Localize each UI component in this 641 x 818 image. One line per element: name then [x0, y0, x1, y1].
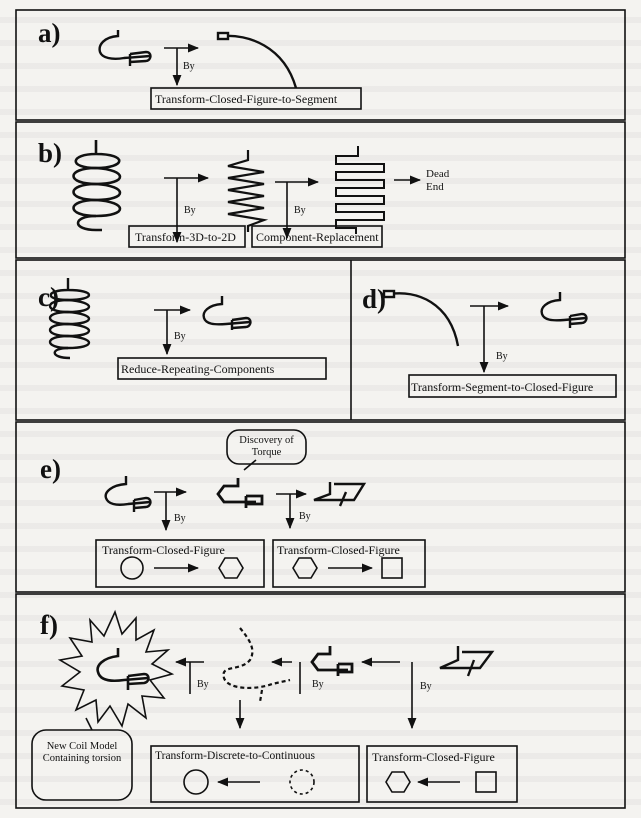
hexagon-icon: [292, 557, 318, 579]
by-label: By: [420, 681, 432, 692]
box-c-label: Reduce-Repeating-Components: [121, 362, 275, 376]
hexagon-icon: [218, 557, 244, 579]
box-e2: [272, 539, 426, 588]
box-d-label: Transform-Segment-to-Closed-Figure: [411, 380, 594, 394]
callout-new-model-text: New Coil Model Containing torsion: [42, 741, 122, 764]
panel-e-frame: [15, 421, 626, 593]
by-label: By: [299, 511, 311, 522]
coil-icon: [540, 292, 588, 328]
by-label: By: [197, 679, 209, 690]
coil-icon: [104, 476, 152, 512]
segment-icon: [216, 31, 298, 89]
panel-b-frame: [15, 121, 626, 259]
coil-icon: [202, 296, 252, 330]
rhombic-coil-icon: [439, 646, 495, 677]
angular-coil-icon: [310, 646, 354, 676]
by-label: By: [496, 351, 508, 362]
serpentine-icon: [335, 146, 385, 234]
box-f1-label: Transform-Discrete-to-Continuous: [155, 750, 315, 762]
circle-icon: [183, 769, 209, 795]
box-f1: [150, 745, 360, 803]
coil-icon: [98, 30, 152, 66]
by-label: By: [174, 513, 186, 524]
callout-torque: [226, 429, 307, 465]
box-b1-label: Transform-3D-to-2D: [135, 230, 236, 244]
box-a: [150, 87, 362, 110]
callout-torque-text: Discovery of Torque: [239, 435, 294, 458]
panel-f-frame: [15, 593, 626, 809]
callout-new-model: [31, 729, 133, 801]
by-label: By: [184, 205, 196, 216]
box-f2: [366, 745, 518, 803]
starburst-icon: [57, 609, 175, 729]
dashed-circle-icon: [289, 769, 315, 795]
square-icon: [475, 771, 497, 793]
panel-a-label: a): [38, 18, 61, 48]
square-icon: [381, 557, 403, 579]
circle-icon: [120, 556, 144, 580]
panel-b-label: b): [38, 138, 63, 168]
panel-e-label: e): [40, 454, 61, 484]
segment-icon: [382, 289, 460, 347]
box-d: [408, 374, 617, 398]
by-label: By: [183, 61, 195, 72]
box-b2-label: Component-Replacement: [256, 230, 379, 244]
panel-a-frame: [15, 9, 626, 121]
by-label: By: [294, 205, 306, 216]
coil-icon: [96, 648, 150, 690]
dead-end-label: Dead End: [426, 168, 450, 193]
panel-d-label: d): [362, 284, 387, 314]
box-e2-label: Transform-Closed-Figure: [277, 543, 400, 557]
helix-3d-icon: [72, 140, 122, 232]
hexagon-icon: [385, 771, 411, 793]
box-e1-label: Transform-Closed-Figure: [102, 543, 225, 557]
panel-f-label: f): [40, 610, 58, 640]
panel-c-label: c): [38, 282, 59, 312]
box-a-label: Transform-Closed-Figure-to-Segment: [155, 92, 338, 106]
zigzag-2d-icon: [227, 150, 269, 232]
box-e1: [95, 539, 265, 588]
box-b2: [251, 225, 383, 248]
box-f2-label: Transform-Closed-Figure: [372, 750, 495, 764]
angular-coil-icon: [216, 478, 264, 508]
by-label: By: [312, 679, 324, 690]
by-label: By: [174, 331, 186, 342]
box-b1: [128, 225, 246, 248]
panel-cd-frame: [15, 259, 626, 421]
box-c: [117, 357, 327, 380]
dashed-coil-icon: [222, 627, 291, 703]
callout-pointer: [243, 459, 257, 471]
rhombic-coil-icon: [313, 482, 367, 507]
callout-pointer: [85, 717, 93, 731]
coil-3d-icon: [48, 278, 90, 360]
